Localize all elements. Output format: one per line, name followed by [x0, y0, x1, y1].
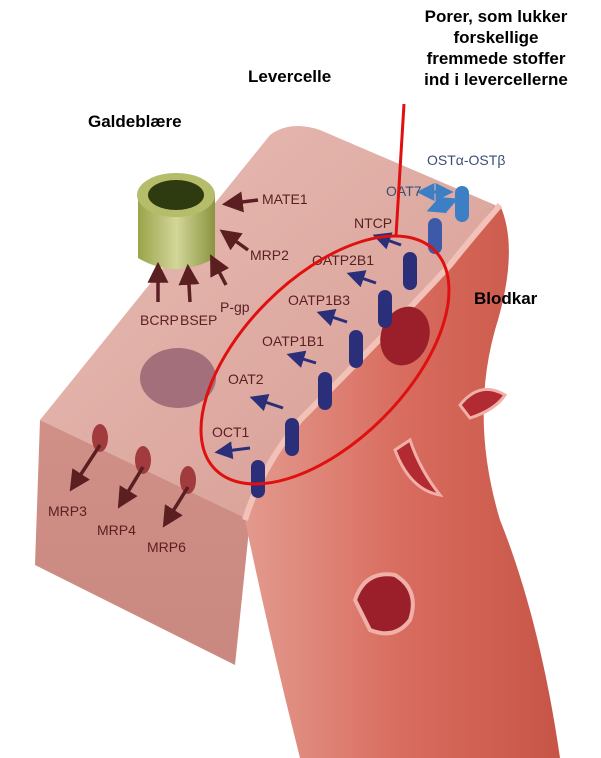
pores-callout-line: ind i levercellerne	[396, 69, 596, 90]
gallbladder-callout: Galdeblære	[88, 111, 182, 132]
label-oatp1b1: OATP1B1	[262, 333, 324, 349]
label-oct1: OCT1	[212, 424, 250, 440]
label-bsep: BSEP	[180, 312, 217, 328]
label-oat7: OAT7	[386, 183, 422, 199]
pore	[455, 186, 469, 222]
pore	[251, 460, 265, 498]
pores-callout: Porer, som lukker forskellige fremmede s…	[396, 6, 596, 90]
pores-callout-line: forskellige	[396, 27, 596, 48]
label-bcrp: BCRP	[140, 312, 179, 328]
liver-cell-callout: Levercelle	[248, 66, 331, 87]
arrow-bsep	[188, 268, 190, 302]
label-mrp4: MRP4	[97, 522, 136, 538]
pore	[349, 330, 363, 368]
label-mate1: MATE1	[262, 191, 308, 207]
pores-callout-line: fremmede stoffer	[396, 48, 596, 69]
tube-opening	[148, 180, 204, 210]
label-oatp1b3: OATP1B3	[288, 292, 350, 308]
pore	[428, 218, 442, 254]
blood-vessel-callout: Blodkar	[474, 288, 537, 309]
pore	[378, 290, 392, 328]
label-oat2: OAT2	[228, 371, 264, 387]
label-mrp2: MRP2	[250, 247, 289, 263]
pore	[285, 418, 299, 456]
label-mrp3: MRP3	[48, 503, 87, 519]
pores-callout-line: Porer, som lukker	[396, 6, 596, 27]
label-ntcp: NTCP	[354, 215, 392, 231]
label-pgp: P-gp	[220, 299, 250, 315]
gallbladder-tube	[137, 173, 215, 269]
label-mrp6: MRP6	[147, 539, 186, 555]
pore	[403, 252, 417, 290]
label-ost: OSTα-OSTβ	[427, 152, 505, 168]
pore	[318, 372, 332, 410]
